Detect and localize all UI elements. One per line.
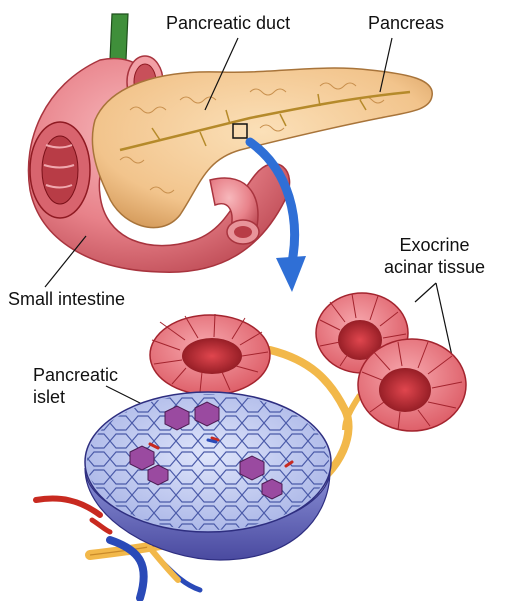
- label-exocrine-line1: Exocrine: [384, 234, 485, 256]
- label-small-intestine: Small intestine: [8, 288, 125, 310]
- acinus-top-left: [150, 314, 270, 395]
- pancreatic-islet: [85, 392, 331, 560]
- label-exocrine-line2: acinar tissue: [384, 256, 485, 278]
- label-pancreas: Pancreas: [368, 12, 444, 34]
- label-pancreatic-islet: Pancreatic islet: [33, 364, 118, 408]
- label-pancreatic-duct: Pancreatic duct: [166, 12, 290, 34]
- bile-duct: [110, 14, 128, 60]
- label-islet-line1: Pancreatic: [33, 364, 118, 386]
- label-islet-line2: islet: [33, 386, 118, 408]
- acinus-bottom-right: [358, 339, 466, 431]
- label-exocrine-acinar-tissue: Exocrine acinar tissue: [384, 234, 485, 278]
